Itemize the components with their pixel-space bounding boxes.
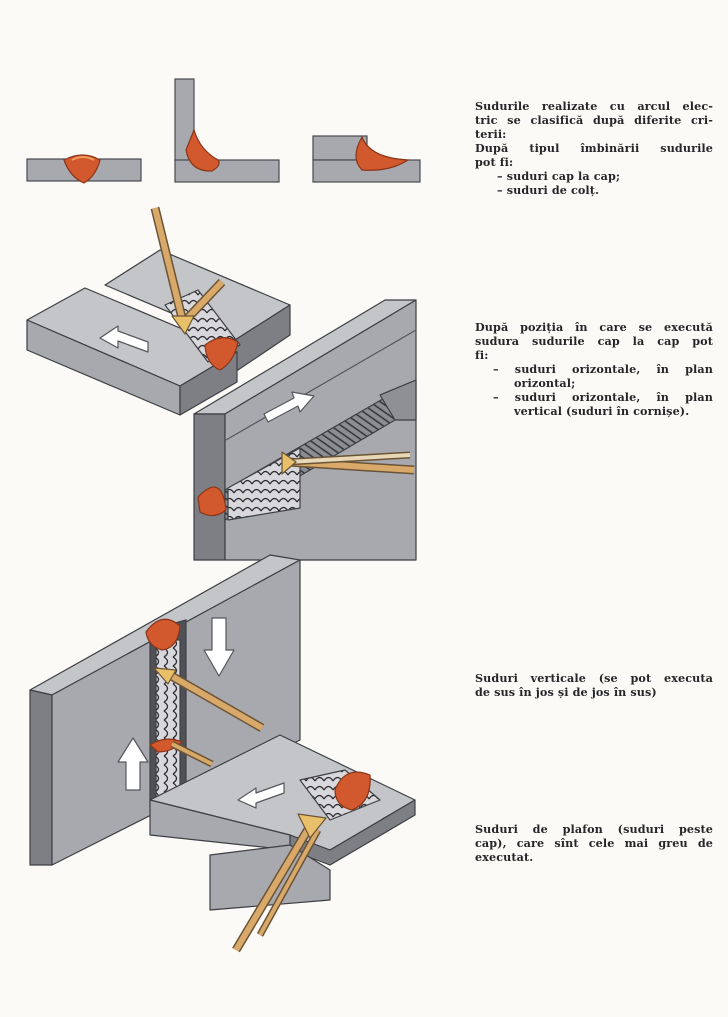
arrow-right-icon bbox=[263, 391, 315, 423]
text-line: fi: bbox=[475, 348, 489, 362]
text-line: de sus în jos și de jos în sus) bbox=[475, 685, 657, 699]
list-item-continuation: orizontal; bbox=[514, 376, 576, 390]
joint-types-text: Sudurile realizate cu arcul elec- tric s… bbox=[475, 99, 713, 197]
overhead-weld-illustration bbox=[149, 734, 416, 953]
corner-joint-section bbox=[174, 78, 280, 183]
list-item: – suduri orizontale, în plan bbox=[493, 362, 713, 376]
list-item: – suduri de colț. bbox=[497, 183, 600, 197]
lap-joint-section bbox=[312, 135, 421, 183]
text-line: Sudurile realizate cu arcul elec- bbox=[475, 99, 713, 113]
horizontal-plane-weld-illustration bbox=[26, 206, 291, 416]
arrow-left-icon bbox=[99, 325, 149, 353]
arrow-down-icon bbox=[203, 617, 235, 677]
electrode-holder bbox=[150, 206, 226, 335]
text-line: Suduri de plafon (suduri peste bbox=[475, 822, 713, 836]
text-line: După tipul îmbinării sudurile bbox=[475, 141, 713, 155]
vertical-plane-horizontal-weld-illustration bbox=[193, 299, 417, 561]
vertical-welds-text: Suduri verticale (se pot executa de sus … bbox=[475, 671, 713, 699]
welding-illustrations bbox=[26, 78, 421, 953]
text-line: terii: bbox=[475, 127, 507, 141]
arrow-left-icon bbox=[237, 782, 285, 809]
text-line: executat. bbox=[475, 850, 534, 864]
text-line: După poziția în care se execută bbox=[475, 320, 713, 334]
list-item-continuation: vertical (suduri în cornișe). bbox=[514, 404, 690, 418]
text-line: tric se clasifică după diferite cri- bbox=[475, 113, 713, 127]
overhead-welds-text: Suduri de plafon (suduri peste cap), car… bbox=[475, 822, 713, 864]
butt-joint-section bbox=[26, 154, 142, 184]
butt-weld-positions-text: După poziția în care se execută sudura s… bbox=[475, 320, 713, 418]
list-item: – suduri cap la cap; bbox=[497, 169, 621, 183]
arrow-up-icon bbox=[117, 737, 149, 791]
list-item: – suduri orizontale, în plan bbox=[493, 390, 713, 404]
text-line: cap), care sînt cele mai greu de bbox=[475, 836, 713, 850]
text-line: pot fi: bbox=[475, 155, 514, 169]
text-line: Suduri verticale (se pot executa bbox=[475, 671, 713, 685]
text-line: sudura sudurile cap la cap pot bbox=[475, 334, 713, 348]
